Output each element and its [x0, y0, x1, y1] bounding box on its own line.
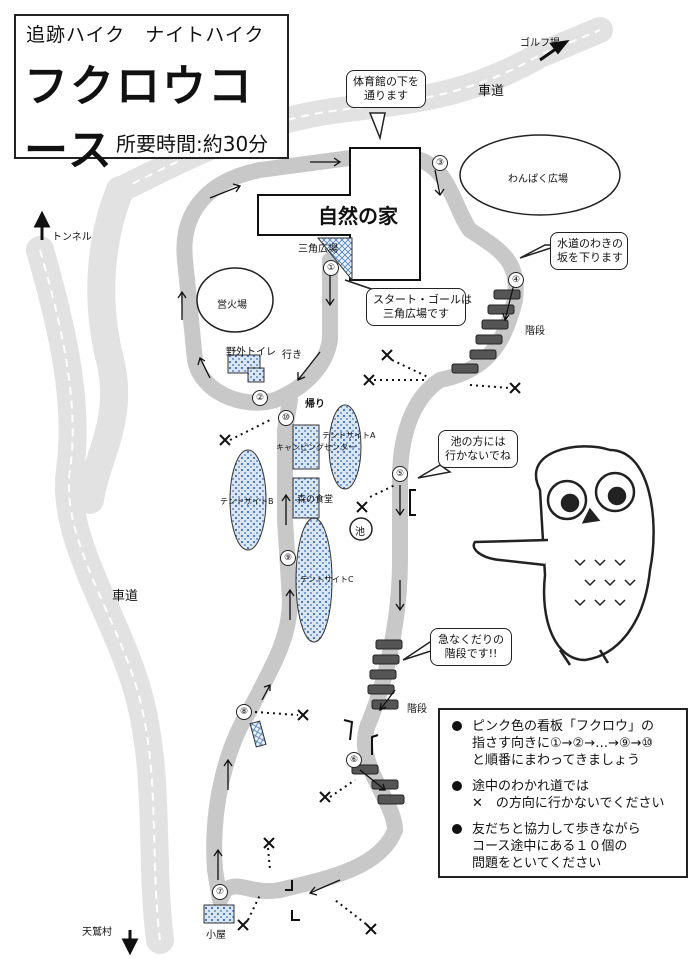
hut-building	[203, 904, 235, 924]
instructions-box: ピンク色の看板「フクロウ」の 指さす向きに①→②→…→⑨→⑩ と順番にまわってき…	[438, 708, 688, 878]
bullet-icon	[452, 721, 462, 731]
destination-arrows	[33, 39, 570, 956]
pond	[349, 517, 373, 541]
callout-gym: 体育館の下を 通ります	[346, 70, 426, 108]
triangle-plaza-label: 三角広場	[298, 244, 338, 255]
wanpaku-field	[459, 134, 621, 216]
checkpoint-7: ⑦	[212, 884, 228, 900]
bench-icon	[249, 720, 267, 748]
instruction-2: 途中のわかれ道では ✕ の方向に行かないでください	[450, 778, 676, 812]
title-subtitle: 追跡ハイク ナイトハイク	[26, 24, 265, 46]
checkpoint-3: ③	[432, 155, 448, 171]
checkpoint-2: ②	[252, 390, 268, 406]
tent-c-label: テントサイトC	[300, 575, 354, 584]
callout-pond: 池の方には 行かないでね	[438, 430, 518, 468]
triangle-plaza	[316, 237, 353, 282]
wanpaku-label: わんぱく広場	[508, 174, 568, 185]
stairs-lower	[351, 639, 405, 805]
callout-start: スタート・ゴールは 三角広場です	[366, 288, 472, 326]
title-duration: 所要時間:約30分	[116, 132, 269, 156]
instruction-3: 友だちと協力して歩きながら コース途中にある１０個の 問題をといてください	[450, 821, 676, 872]
checkpoint-6: ⑥	[346, 752, 362, 768]
tent-b-label: テントサイトB	[220, 497, 274, 506]
stairs-upper	[451, 289, 521, 374]
forest-dining-building	[292, 477, 320, 519]
nature-house-building	[257, 147, 421, 281]
checkpoint-8: ⑧	[236, 704, 252, 720]
side-paths	[229, 359, 511, 925]
callout-water: 水道のわきの 坂を下ります	[550, 232, 628, 270]
tent-c-area	[295, 517, 333, 643]
tent-b-area	[229, 449, 267, 551]
direction-golf: ゴルフ場	[520, 38, 560, 49]
no-entry-marks	[219, 349, 521, 935]
owl-large-icon	[472, 445, 655, 666]
campfire-label: 営火場	[217, 300, 247, 311]
forest-dining-label: 森の食堂	[297, 495, 334, 505]
camping-center-building	[292, 424, 320, 470]
toilet-label: 野外トイレ	[226, 347, 276, 358]
road-top-label: 車道	[478, 84, 505, 99]
instruction-1: ピンク色の看板「フクロウ」の 指さす向きに①→②→…→⑨→⑩ と順番にまわってき…	[450, 718, 676, 769]
brackets	[285, 489, 416, 921]
toilet-building-2	[247, 367, 265, 383]
camping-center-label: キャンピングセンター	[276, 443, 356, 452]
nature-house-label: 自然の家	[318, 204, 398, 228]
owl-feather-marks	[574, 559, 636, 607]
road-left-centerline	[39, 249, 161, 941]
road-left-label: 車道	[112, 589, 139, 604]
pond-label: 池	[355, 527, 365, 538]
bullet-icon	[452, 824, 462, 834]
checkpoint-1: ①	[323, 260, 339, 276]
go-label: 行き	[282, 350, 302, 361]
tent-a-label: テントサイトA	[322, 431, 376, 440]
stairs-upper-label: 階段	[525, 326, 545, 337]
title-box: 追跡ハイク ナイトハイク フクロウコース 所要時間:約30分	[14, 14, 289, 176]
title-main: フクロウコース	[24, 61, 254, 176]
checkpoint-10: ⑩	[278, 410, 294, 426]
campfire-field	[196, 267, 274, 333]
direction-amagasa: 天鷲村	[82, 927, 112, 938]
road-left	[26, 176, 174, 954]
bullet-icon	[452, 781, 462, 791]
callout-steep: 急なくだりの 階段です!!	[430, 628, 512, 666]
return-label: 帰り	[305, 399, 325, 410]
checkpoint-5: ⑤	[392, 466, 408, 482]
checkpoint-4: ④	[508, 272, 524, 288]
checkpoint-9: ⑨	[280, 550, 296, 566]
stairs-lower-label: 階段	[407, 704, 427, 715]
tent-a-area	[328, 404, 362, 490]
hut-label: 小屋	[206, 930, 226, 941]
direction-tunnel: トンネル	[52, 232, 92, 243]
